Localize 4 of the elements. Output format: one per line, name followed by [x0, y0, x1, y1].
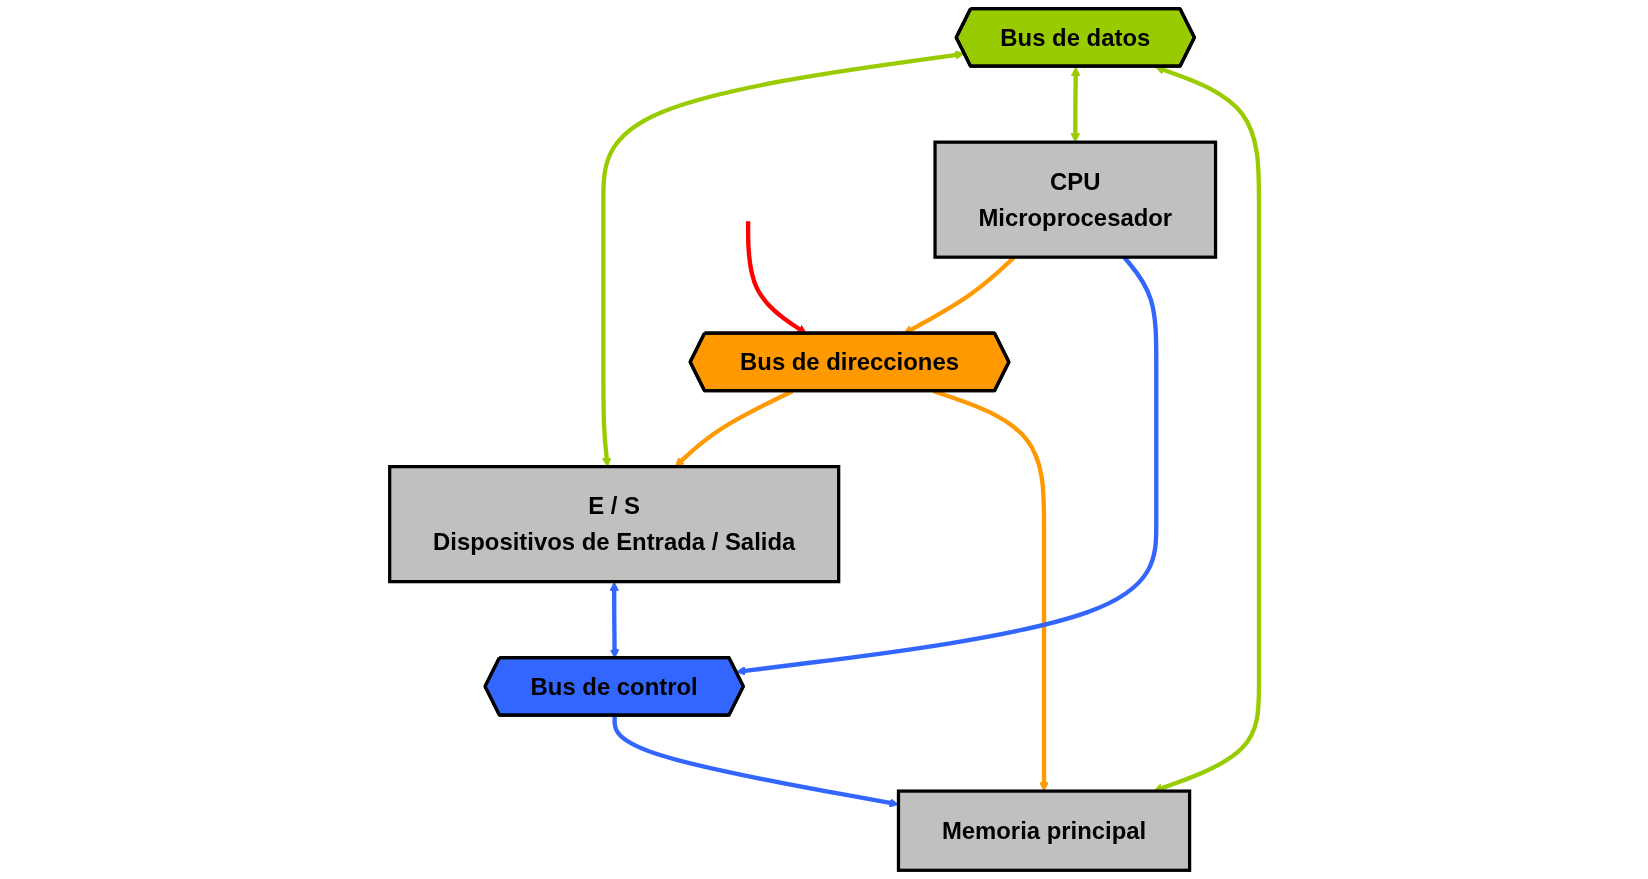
node-box: CPU Microprocesador [933, 140, 1217, 259]
node-box: Memoria principal [896, 789, 1191, 872]
arrow [1070, 66, 1081, 143]
node-box: E / S Dispositivos de Entrada / Salida [387, 465, 840, 584]
